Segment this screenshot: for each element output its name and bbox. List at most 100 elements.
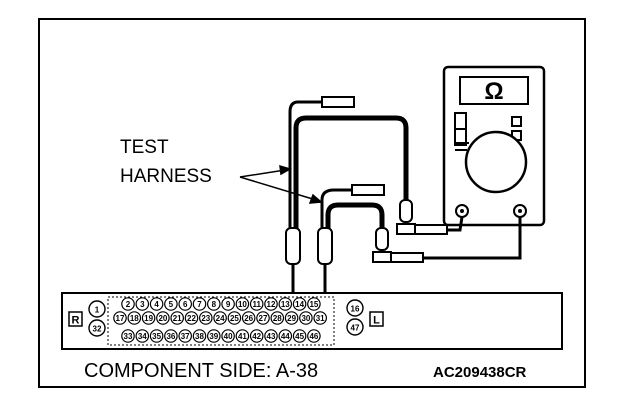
top-pin-6 [178, 297, 192, 311]
top-pin-5 [164, 297, 178, 311]
bot-pin-39 [207, 329, 221, 343]
mid-pin-20 [156, 311, 170, 325]
bot-pin-label-44: 44 [281, 332, 290, 341]
harness-lead-c [320, 188, 354, 232]
top-pin-label-2: 2 [126, 300, 131, 309]
multimeter-display [459, 76, 529, 105]
top-pin-label-4: 4 [154, 300, 159, 309]
left-pin-1 [88, 300, 106, 318]
top-pin-2 [121, 297, 135, 311]
mid-pin-21 [170, 311, 184, 325]
mid-pin-23 [199, 311, 213, 325]
bot-pin-38 [192, 329, 207, 343]
mid-pin-27 [256, 311, 270, 325]
top-pin-11 [249, 297, 264, 311]
bot-pin-34 [135, 329, 150, 343]
indicator-1 [511, 116, 522, 127]
top-pin-label-15: 15 [309, 300, 318, 309]
bot-pin-36 [164, 329, 178, 343]
mid-pin-label-20: 20 [158, 314, 167, 323]
mid-pin-22 [184, 311, 199, 325]
top-pin-label-5: 5 [169, 300, 174, 309]
ohm-symbol: Ω [484, 78, 503, 105]
harness-plug-a [321, 96, 355, 108]
mid-pin-label-23: 23 [201, 314, 210, 323]
top-pin-4 [149, 297, 164, 311]
top-pin-label-9: 9 [226, 300, 231, 309]
mid-pin-label-24: 24 [216, 314, 225, 323]
right-pin-47 [346, 318, 364, 336]
harness-lead-d [325, 202, 385, 233]
left-pin-label-32: 32 [93, 325, 102, 334]
mid-pin-label-29: 29 [287, 314, 296, 323]
pin-probe-right [317, 227, 333, 296]
top-pin-label-8: 8 [212, 300, 217, 309]
bot-pin-label-34: 34 [138, 332, 147, 341]
mid-pin-31 [313, 311, 327, 325]
harness-lead-a [288, 100, 324, 232]
caption: COMPONENT SIDE: A-38 [84, 360, 318, 382]
callout-test: TEST [120, 137, 169, 158]
selector-dial [464, 130, 528, 194]
mid-pin-label-30: 30 [301, 314, 310, 323]
bot-pin-label-35: 35 [152, 332, 161, 341]
side-label-r-box [68, 311, 83, 327]
bot-pin-35 [149, 329, 164, 343]
mid-pin-label-27: 27 [259, 314, 268, 323]
top-pin-label-10: 10 [238, 300, 247, 309]
top-pin-13 [278, 297, 293, 311]
top-pin-3 [135, 297, 150, 311]
bot-pin-label-41: 41 [238, 332, 247, 341]
bot-pin-46 [307, 329, 321, 343]
bot-pin-label-42: 42 [252, 332, 261, 341]
connector-inner [107, 296, 335, 346]
mid-pin-18 [127, 311, 142, 325]
top-pin-label-6: 6 [183, 300, 188, 309]
mid-pin-29 [284, 311, 299, 325]
mid-pin-25 [227, 311, 242, 325]
mid-pin-label-31: 31 [316, 314, 325, 323]
bot-pin-label-43: 43 [267, 332, 276, 341]
top-pin-label-13: 13 [281, 300, 290, 309]
bot-pin-label-36: 36 [166, 332, 175, 341]
mid-pin-24 [213, 311, 227, 325]
bot-pin-label-46: 46 [309, 332, 318, 341]
top-pin-label-12: 12 [267, 300, 276, 309]
top-pin-12 [264, 297, 278, 311]
top-pin-label-14: 14 [295, 300, 304, 309]
mid-pin-19 [141, 311, 156, 325]
terminal-ohm-center [518, 209, 522, 213]
top-pin-7 [192, 297, 207, 311]
top-pin-label-3: 3 [140, 300, 145, 309]
bot-pin-label-33: 33 [124, 332, 133, 341]
bot-pin-label-40: 40 [224, 332, 233, 341]
mid-pin-label-19: 19 [144, 314, 153, 323]
bot-pin-41 [235, 329, 250, 343]
bot-pin-37 [178, 329, 192, 343]
bot-pin-43 [264, 329, 278, 343]
right-pin-label-47: 47 [351, 324, 360, 333]
right-pin-16 [346, 299, 364, 317]
top-pin-label-11: 11 [252, 300, 261, 309]
mid-pin-label-25: 25 [230, 314, 239, 323]
test-harness [288, 100, 409, 233]
bot-pin-label-37: 37 [181, 332, 190, 341]
left-pin-label-1: 1 [95, 306, 100, 315]
meter-probe-1 [396, 199, 464, 235]
pin-column-left: 1 32 [88, 300, 106, 337]
multimeter: Ω [442, 65, 546, 227]
side-label-l-box [369, 311, 384, 327]
left-pin-32 [88, 319, 106, 337]
harness-plug-c [351, 184, 385, 196]
leader-arrows [239, 164, 323, 204]
pin-probe-left [285, 227, 301, 296]
top-pin-label-7: 7 [197, 300, 202, 309]
mid-pin-label-18: 18 [130, 314, 139, 323]
top-pin-14 [292, 297, 307, 311]
mid-pin-label-28: 28 [273, 314, 282, 323]
